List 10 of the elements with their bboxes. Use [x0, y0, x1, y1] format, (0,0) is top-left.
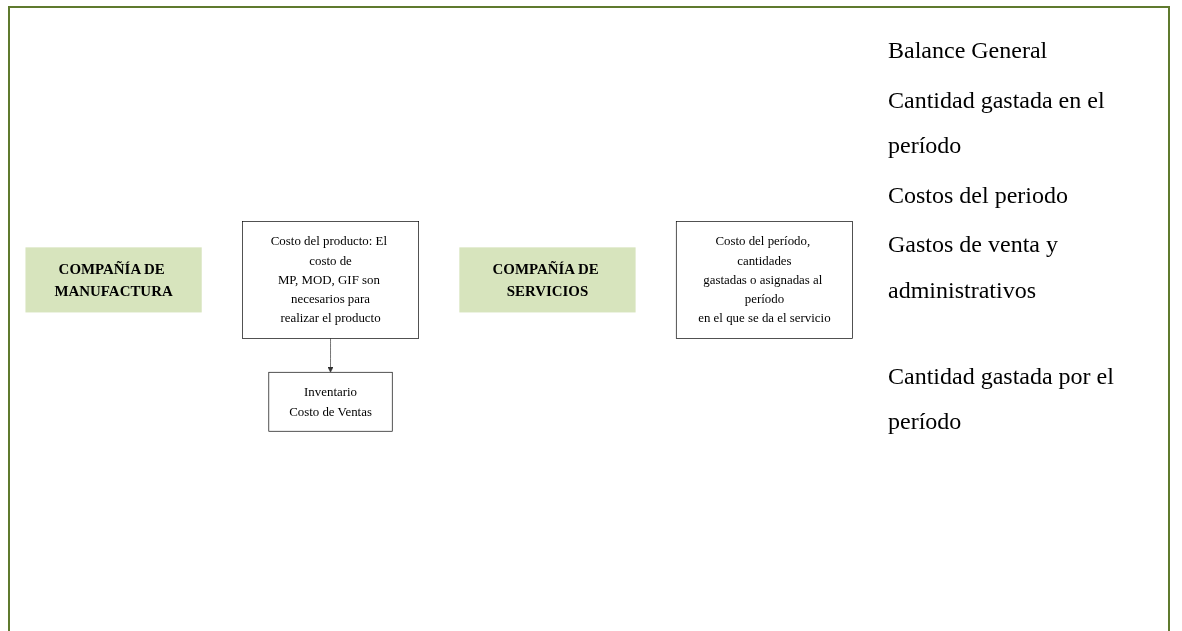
node-box: COMPAÑÍA DE SERVICIOS	[459, 247, 636, 313]
note-text: Balance General	[888, 36, 1049, 65]
note-text: Cantidad gastada por el período	[888, 361, 1115, 437]
node-box: Inventario Costo de Ventas	[268, 371, 393, 432]
node-box: Costo del período, cantidades gastadas o asignadas al período en el que se da el servicio	[675, 220, 853, 339]
note-text: Gastos de venta y administrativos	[888, 230, 1059, 305]
note-text: Cantidad gastada en el período	[888, 85, 1106, 161]
note-text: Costos del periodo	[888, 180, 1069, 210]
node-box: Costo del producto: El costo de MP, MOD, GIF son necesarios para realizar el producto	[242, 220, 419, 339]
node-box: COMPAÑÍA DE MANUFACTURA	[25, 247, 202, 313]
